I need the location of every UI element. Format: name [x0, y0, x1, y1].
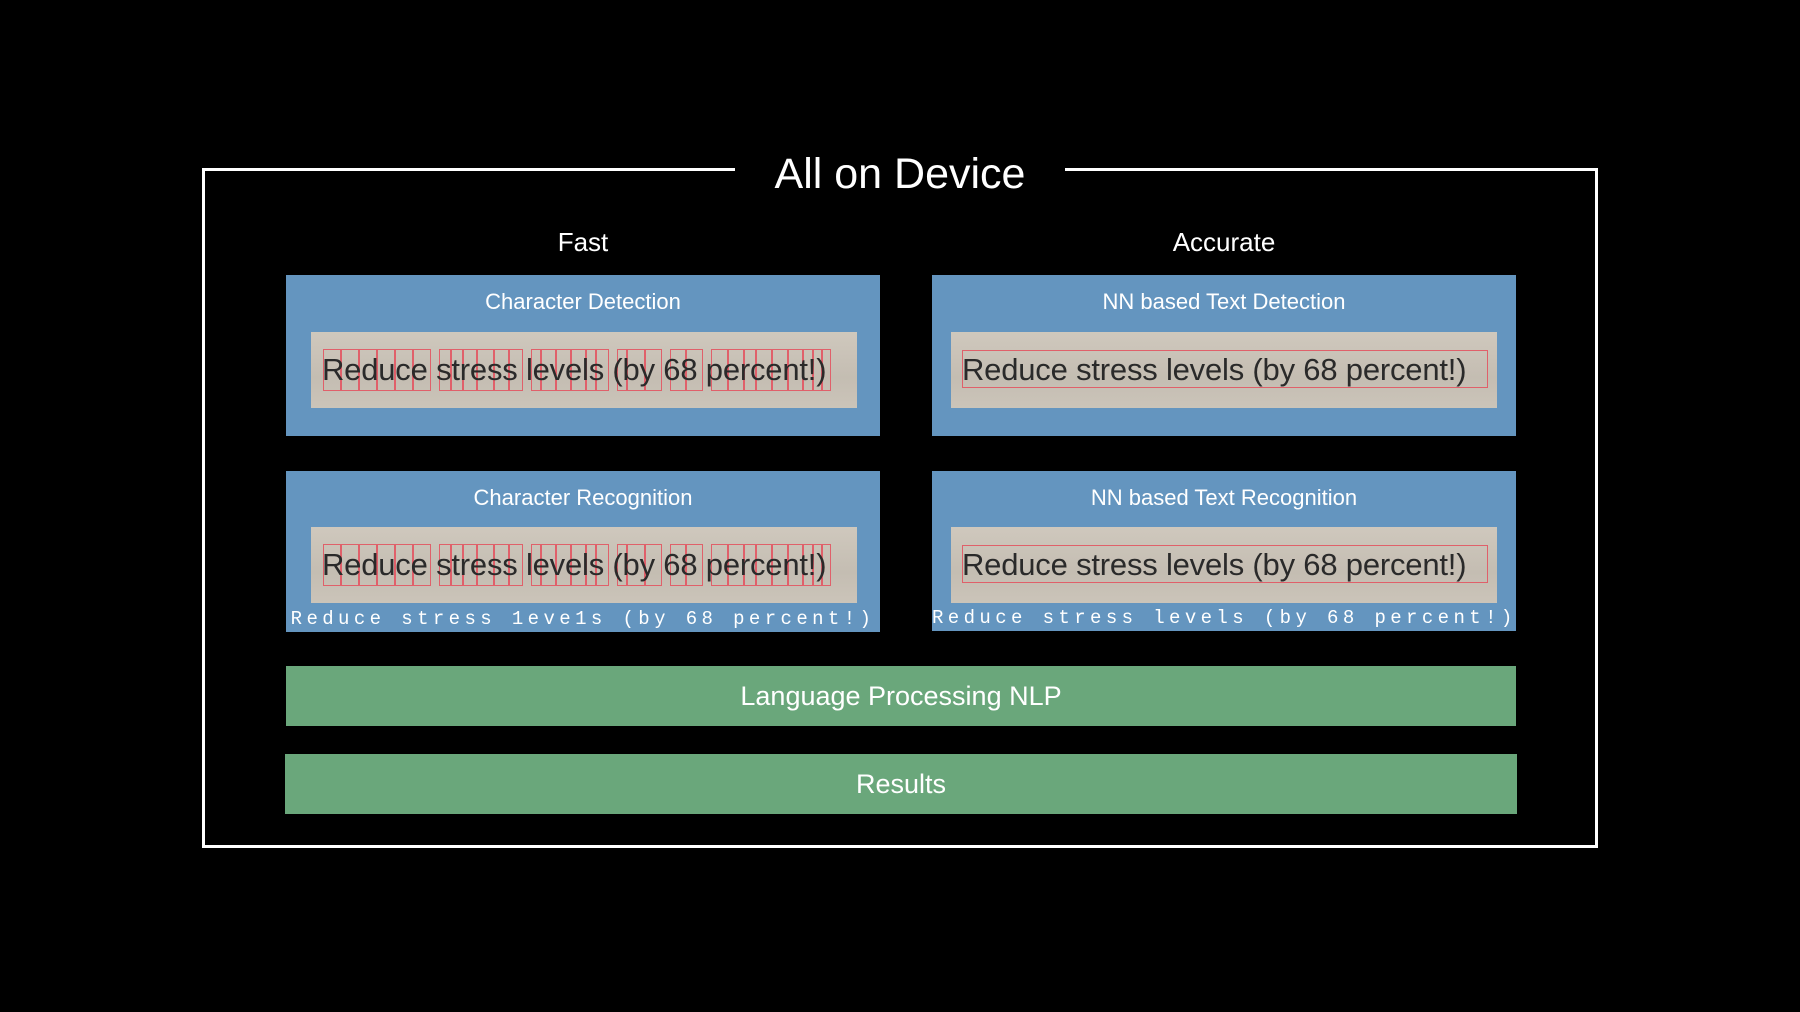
sample-image: Reduce stress levels (by 68 percent!) [311, 332, 857, 408]
text-bounding-box [962, 350, 1488, 388]
sample-text: Reduce stress levels (by 68 percent!) [962, 352, 1467, 387]
sample-image: Reduce stress levels (by 68 percent!) [951, 527, 1497, 603]
panel-title: Character Recognition [473, 485, 693, 510]
character-boxes [323, 349, 831, 391]
diagram-title: All on Device [735, 144, 1065, 204]
sample-text: Reduce stress levels (by 68 percent!) [322, 547, 827, 582]
panel-nn-text-detection: NN based Text Detection Reduce stress le… [932, 275, 1516, 436]
text-bounding-box [962, 545, 1488, 583]
panel-title: NN based Text Recognition [1090, 485, 1358, 510]
column-heading-accurate: Accurate [1172, 227, 1276, 257]
recognition-output: Reduce stress levels (by 68 percent!) [932, 607, 1517, 629]
recognition-output: Reduce stress 1eve1s (by 68 percent!) [290, 608, 876, 630]
panel-title: Character Detection [485, 289, 681, 314]
panel-character-detection: Character Detection Reduce stress levels… [286, 275, 880, 436]
panel-character-recognition: Character Recognition Reduce stress leve… [286, 471, 880, 632]
stage-results: Results [285, 754, 1517, 814]
panel-nn-text-recognition: NN based Text Recognition Reduce stress … [932, 471, 1516, 631]
sample-text: Reduce stress levels (by 68 percent!) [962, 547, 1467, 582]
stage-language-processing: Language Processing NLP [286, 666, 1516, 726]
sample-image: Reduce stress levels (by 68 percent!) [951, 332, 1497, 408]
panel-title: NN based Text Detection [1102, 289, 1346, 314]
column-heading-fast: Fast [557, 227, 609, 257]
sample-image: Reduce stress levels (by 68 percent!) [311, 527, 857, 603]
character-boxes [323, 544, 831, 586]
sample-text: Reduce stress levels (by 68 percent!) [322, 352, 827, 387]
